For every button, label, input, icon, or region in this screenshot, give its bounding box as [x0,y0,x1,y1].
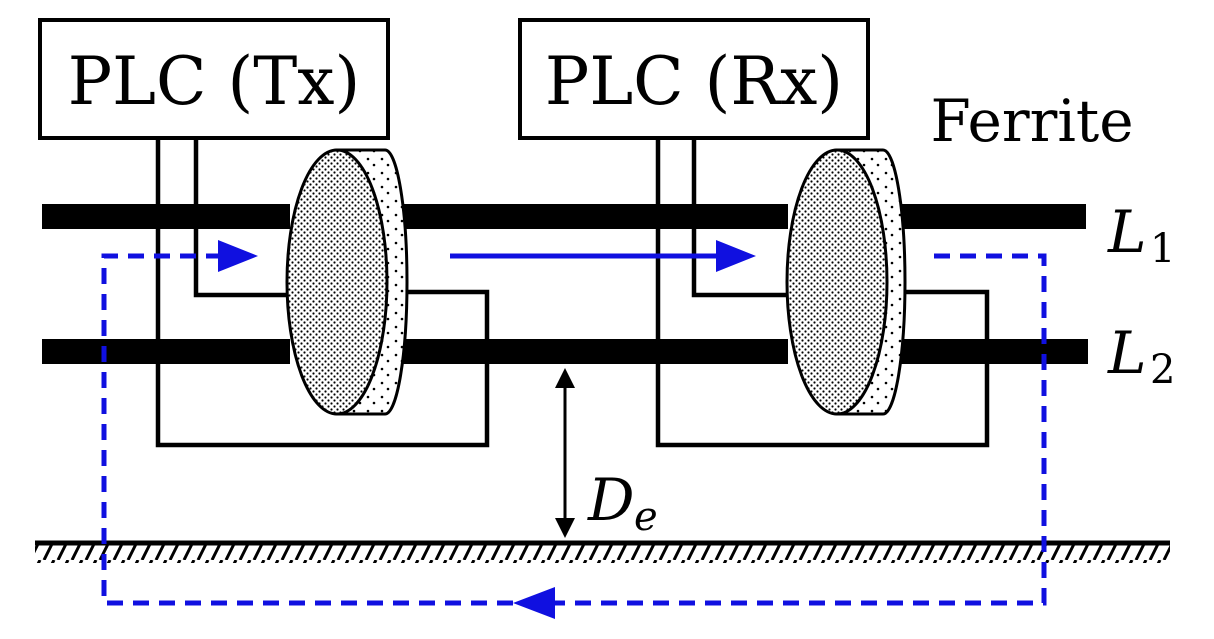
distance-arrow [555,368,575,538]
common-mode-current-path [101,253,1047,606]
line-l1-subscript: 1 [1150,226,1175,272]
line-l1-symbol: L [1107,198,1147,266]
rx-wiring [655,138,990,448]
power-line-l2 [42,339,1088,364]
current-arrow-tx [218,240,258,272]
tx-wiring [155,138,490,448]
ground [35,540,1170,563]
current-arrow-return [513,587,555,619]
current-arrow-forward [450,240,756,272]
line-l2-symbol: L [1107,319,1147,387]
line-l1-label: L 1 [1107,198,1175,272]
distance-subscript: e [634,494,658,540]
distance-symbol: D [587,466,635,534]
distance-label: D e [587,466,658,540]
ferrite-label: Ferrite [930,87,1133,155]
plc-tx-box: PLC (Tx) [38,18,390,140]
line-l2-label: L 2 [1107,319,1175,393]
line-l2-subscript: 2 [1150,347,1175,393]
power-line-l1 [42,204,1086,229]
plc-tx-label: PLC (Tx) [68,43,360,120]
plc-rx-label: PLC (Rx) [545,43,843,120]
ferrite-core-rx [785,148,907,416]
plc-rx-box: PLC (Rx) [518,18,870,140]
ferrite-core-tx [285,148,409,416]
